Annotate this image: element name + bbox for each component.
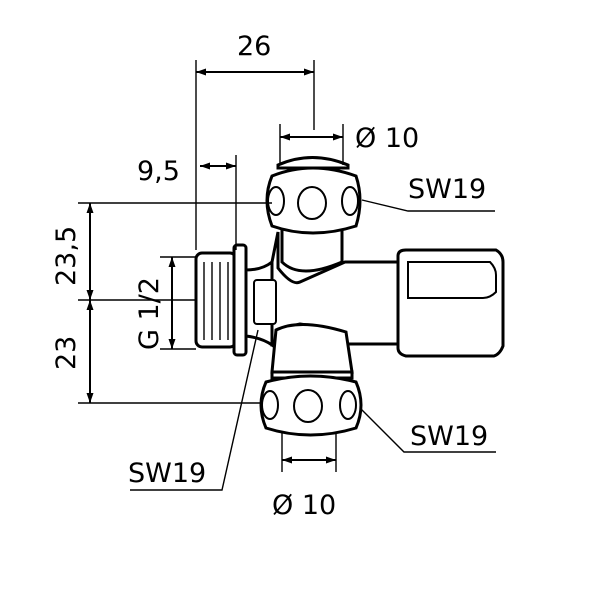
dimension-diameter-top: Ø 10 xyxy=(279,123,419,165)
height-upper-label: 23,5 xyxy=(51,226,82,286)
dimension-height-lower: 23 xyxy=(51,300,262,404)
wrench-top-label: SW19 xyxy=(408,174,486,205)
wrench-bottom-right-callout: SW19 xyxy=(359,407,496,453)
dimension-height-upper: 23,5 xyxy=(51,202,272,301)
valve-body xyxy=(270,220,400,374)
wrench-bottom-left-callout: SW19 xyxy=(128,329,259,491)
offset-label: 9,5 xyxy=(137,156,180,187)
dimension-width-label: 26 xyxy=(237,31,271,62)
diameter-top-label: Ø 10 xyxy=(355,123,419,154)
wrench-bottom-right-label: SW19 xyxy=(410,421,488,452)
right-connection xyxy=(396,248,505,358)
bottom-nut xyxy=(259,370,363,437)
dimension-diameter-bottom: Ø 10 xyxy=(272,432,337,521)
thread-dimension: G 1/2 xyxy=(134,256,196,350)
thread-connection xyxy=(194,243,277,357)
dimension-width-26: 26 xyxy=(195,31,315,250)
height-lower-label: 23 xyxy=(51,336,82,370)
top-nut xyxy=(265,156,362,235)
thread-label: G 1/2 xyxy=(134,277,165,350)
wrench-top-callout: SW19 xyxy=(361,174,495,212)
diameter-bottom-label: Ø 10 xyxy=(272,490,336,521)
wrench-bottom-left-label: SW19 xyxy=(128,458,206,489)
